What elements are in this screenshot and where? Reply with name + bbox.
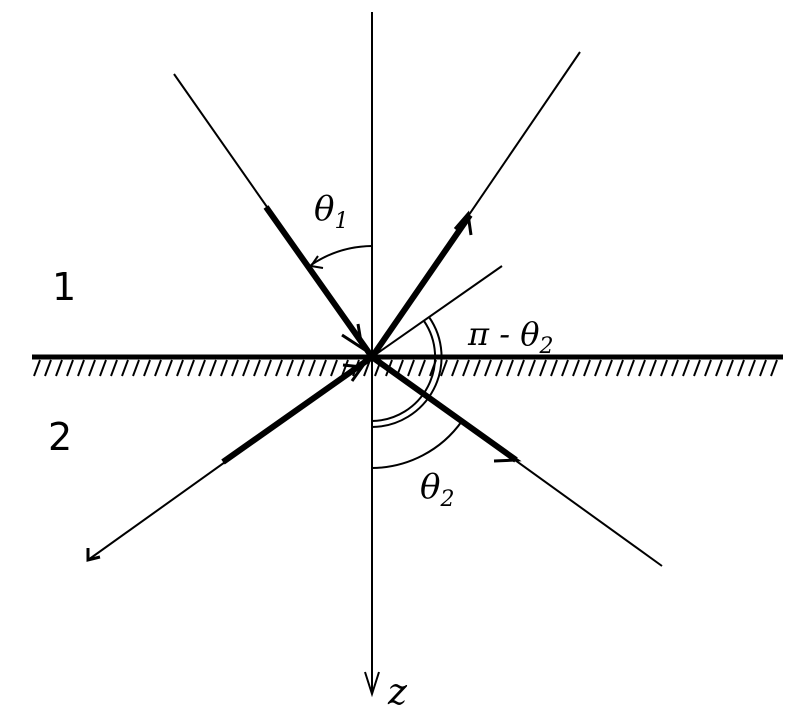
hatch-mark — [319, 359, 327, 377]
hatch-mark — [649, 359, 657, 377]
pi-minus-theta-2-arc-outer — [371, 316, 443, 428]
hatch-mark — [528, 359, 536, 377]
hatch-mark — [715, 359, 723, 377]
hatch-mark — [297, 359, 305, 377]
ray-lower-left-thick — [221, 354, 374, 465]
hatch-mark — [726, 359, 734, 377]
hatch-mark — [693, 359, 701, 377]
hatch-mark — [407, 359, 415, 377]
hatch-mark — [737, 359, 745, 377]
hatch-mark — [242, 359, 250, 377]
hatch-mark — [286, 359, 294, 377]
hatch-mark — [264, 359, 272, 377]
hatch-mark — [484, 359, 492, 377]
hatch-mark — [33, 359, 41, 377]
hatch-mark — [550, 359, 558, 377]
theta-1-label: θ1 — [314, 189, 348, 234]
hatch-mark — [253, 359, 261, 377]
hatch-mark — [759, 359, 767, 377]
ray-upper-right-thick — [369, 213, 473, 359]
pi-minus-theta-2-arc-inner — [371, 320, 437, 422]
hatch-mark — [308, 359, 316, 377]
hatch-mark — [121, 359, 129, 377]
pi-minus-theta-2-label: π - θ2 — [467, 315, 553, 359]
hatch-mark — [594, 359, 602, 377]
hatch-mark — [616, 359, 624, 377]
hatch-mark — [583, 359, 591, 377]
ray-lower-right-arrow — [491, 441, 522, 463]
hatch-mark — [704, 359, 712, 377]
hatch-mark — [660, 359, 668, 377]
hatch-mark — [627, 359, 635, 377]
hatch-mark — [209, 359, 217, 377]
theta-2-label: θ2 — [420, 467, 454, 512]
hatch-mark — [198, 359, 206, 377]
hatch-mark — [605, 359, 613, 377]
hatch-mark — [473, 359, 481, 377]
hatch-mark — [770, 359, 778, 377]
ray-upper-left-arrow — [341, 323, 365, 352]
hatch-mark — [66, 359, 74, 377]
interface-hatching — [33, 359, 778, 377]
hatch-mark — [165, 359, 173, 377]
hatch-mark — [88, 359, 96, 377]
hatch-mark — [671, 359, 679, 377]
hatch-mark — [748, 359, 756, 377]
hatch-mark — [451, 359, 459, 377]
ray-upper-right-arrow — [453, 210, 473, 236]
z-axis-arrowhead — [364, 671, 380, 698]
hatch-mark — [495, 359, 503, 377]
hatch-mark — [99, 359, 107, 377]
medium-2-label: 2 — [48, 415, 72, 459]
ray-lower-right-thick — [370, 354, 518, 463]
hatch-mark — [330, 359, 338, 377]
ray-lower-left-end-arrow — [86, 548, 101, 562]
medium-1-label: 1 — [52, 265, 76, 309]
ray-lower-left-arrow — [342, 363, 365, 382]
hatch-mark — [187, 359, 195, 377]
hatch-mark — [638, 359, 646, 377]
hatch-mark — [176, 359, 184, 377]
hatch-mark — [55, 359, 63, 377]
hatch-mark — [561, 359, 569, 377]
hatch-mark — [418, 359, 426, 377]
hatch-mark — [154, 359, 162, 377]
theta-1-arc — [310, 245, 373, 266]
hatch-mark — [517, 359, 525, 377]
hatch-mark — [440, 359, 448, 377]
hatch-mark — [143, 359, 151, 377]
hatch-mark — [231, 359, 239, 377]
hatch-mark — [77, 359, 85, 377]
ray-extension-line — [371, 265, 503, 358]
ray-upper-left-thick — [263, 205, 375, 359]
hatch-mark — [682, 359, 690, 377]
hatch-mark — [462, 359, 470, 377]
hatch-mark — [275, 359, 283, 377]
hatch-mark — [44, 359, 52, 377]
z-axis-label: z — [387, 672, 408, 713]
theta-2-arc — [371, 420, 463, 469]
hatch-mark — [539, 359, 547, 377]
hatch-mark — [341, 359, 349, 377]
theta-1-arc-arrow — [309, 255, 324, 269]
hatch-mark — [220, 359, 228, 377]
hatch-mark — [506, 359, 514, 377]
hatch-mark — [132, 359, 140, 377]
hatch-mark — [110, 359, 118, 377]
hatch-mark — [572, 359, 580, 377]
